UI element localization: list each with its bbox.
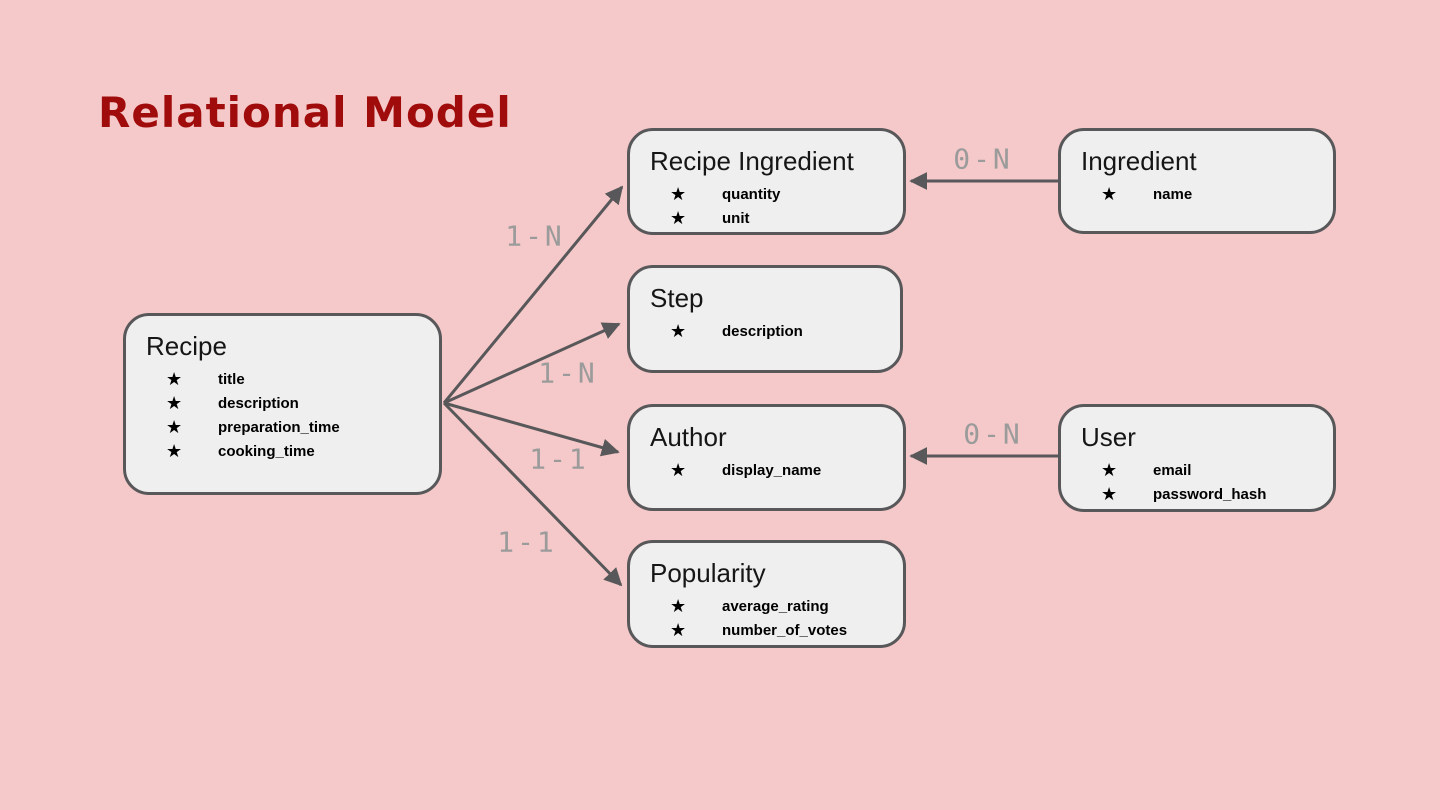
attribute-row: ★ average_rating <box>630 594 903 618</box>
attribute-row: ★ email <box>1061 458 1333 482</box>
star-icon: ★ <box>166 417 183 437</box>
entity-author: Author ★ display_name <box>627 404 906 511</box>
star-icon: ★ <box>1101 460 1118 480</box>
entity-title: Step <box>650 283 704 313</box>
attribute-row: ★ preparation_time <box>126 415 439 439</box>
attribute-name: unit <box>722 209 750 227</box>
entity-recipe-ingredient: Recipe Ingredient ★ quantity ★ unit <box>627 128 906 235</box>
star-icon: ★ <box>1101 484 1118 504</box>
arrow-recipe-to-popularity <box>442 401 623 587</box>
attribute-name: average_rating <box>722 597 829 615</box>
attribute-row: ★ description <box>126 391 439 415</box>
cardinality-label-ingredient-recipe-ingredient: 0-N <box>953 142 1013 176</box>
attribute-name: preparation_time <box>218 418 340 436</box>
cardinality-label-recipe-recipe-ingredient: 1-N <box>505 219 565 253</box>
cardinality-label-recipe-popularity: 1-1 <box>497 525 557 559</box>
attribute-name: title <box>218 370 245 388</box>
attribute-row: ★ unit <box>630 206 903 230</box>
attribute-row: ★ password_hash <box>1061 482 1333 506</box>
page-title: Relational Model <box>98 88 512 137</box>
star-icon: ★ <box>1101 184 1118 204</box>
entity-title: User <box>1081 422 1136 452</box>
star-icon: ★ <box>670 208 687 228</box>
arrow-recipe-to-author <box>443 401 620 457</box>
star-icon: ★ <box>166 393 183 413</box>
cardinality-label-user-author: 0-N <box>963 417 1023 451</box>
entity-title: Recipe Ingredient <box>650 146 854 176</box>
attribute-name: quantity <box>722 185 781 203</box>
arrow-recipe-to-recipe-ingredient <box>442 185 624 404</box>
attribute-row: ★ display_name <box>630 458 903 482</box>
entity-title: Recipe <box>146 331 227 361</box>
attribute-name: password_hash <box>1153 485 1267 503</box>
attribute-row: ★ name <box>1061 182 1333 206</box>
attribute-name: cooking_time <box>218 442 315 460</box>
star-icon: ★ <box>670 460 687 480</box>
star-icon: ★ <box>670 184 687 204</box>
attribute-name: name <box>1153 185 1193 203</box>
star-icon: ★ <box>166 369 183 389</box>
entity-title: Author <box>650 422 727 452</box>
arrow-recipe-to-step <box>443 322 621 405</box>
attribute-name: description <box>722 322 803 340</box>
attribute-name: display_name <box>722 461 822 479</box>
attribute-name: description <box>218 394 299 412</box>
entity-title: Popularity <box>650 558 766 588</box>
attribute-row: ★ cooking_time <box>126 439 439 463</box>
entity-step: Step ★ description <box>627 265 903 373</box>
star-icon: ★ <box>670 620 687 640</box>
star-icon: ★ <box>166 441 183 461</box>
entity-title: Ingredient <box>1081 146 1197 176</box>
star-icon: ★ <box>670 596 687 616</box>
entity-user: User ★ email ★ password_hash <box>1058 404 1336 512</box>
entity-popularity: Popularity ★ average_rating ★ number_of_… <box>627 540 906 648</box>
attribute-name: number_of_votes <box>722 621 848 639</box>
attribute-row: ★ title <box>126 367 439 391</box>
entity-recipe: Recipe ★ title ★ description ★ preparati… <box>123 313 442 495</box>
star-icon: ★ <box>670 321 687 341</box>
attribute-name: email <box>1153 461 1192 479</box>
cardinality-label-recipe-step: 1-N <box>538 356 598 390</box>
attribute-row: ★ description <box>630 319 900 343</box>
attribute-row: ★ quantity <box>630 182 903 206</box>
attribute-row: ★ number_of_votes <box>630 618 903 642</box>
cardinality-label-recipe-author: 1-1 <box>529 442 589 476</box>
entity-ingredient: Ingredient ★ name <box>1058 128 1336 234</box>
